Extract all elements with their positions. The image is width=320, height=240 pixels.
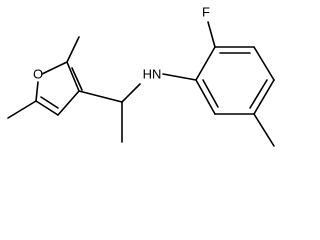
- bond-c3-ch: [78, 90, 123, 103]
- molecule-diagram: O HN F: [7, 4, 275, 147]
- bond-c4-c5: [35, 100, 59, 116]
- bond-ar3-ar4: [253, 46, 275, 81]
- bond-c2-methyl: [66, 36, 80, 63]
- furan-ring: [35, 61, 83, 116]
- bond-ar6-ar1-inner: [202, 79, 219, 108]
- bond-o-c2: [41, 61, 68, 75]
- nitrogen-label: HN: [143, 66, 162, 81]
- bond-ar2-f: [207, 21, 216, 48]
- bond-c3-c4: [57, 90, 80, 116]
- benzene-ring: [195, 46, 275, 115]
- bond-ar6-ar1: [195, 79, 216, 115]
- bond-ar5-methyl: [253, 113, 275, 147]
- bond-ar4-ar5-inner: [249, 79, 268, 109]
- bond-ar1-ar2: [195, 46, 216, 81]
- bond-ch-n: [121, 83, 141, 103]
- bond-n-aryl: [162, 73, 197, 81]
- oxygen-label: O: [33, 66, 43, 81]
- bond-c5-o: [35, 81, 39, 102]
- bond-ar4-ar5: [253, 79, 275, 115]
- structure-canvas: O HN F: [7, 4, 275, 147]
- fluorine-label: F: [202, 4, 210, 19]
- bond-c2-c3-double: [71, 67, 83, 91]
- bond-c2-c3: [66, 61, 80, 92]
- bond-c4-c5-double: [40, 96, 59, 109]
- bond-c5-methyl: [7, 100, 37, 119]
